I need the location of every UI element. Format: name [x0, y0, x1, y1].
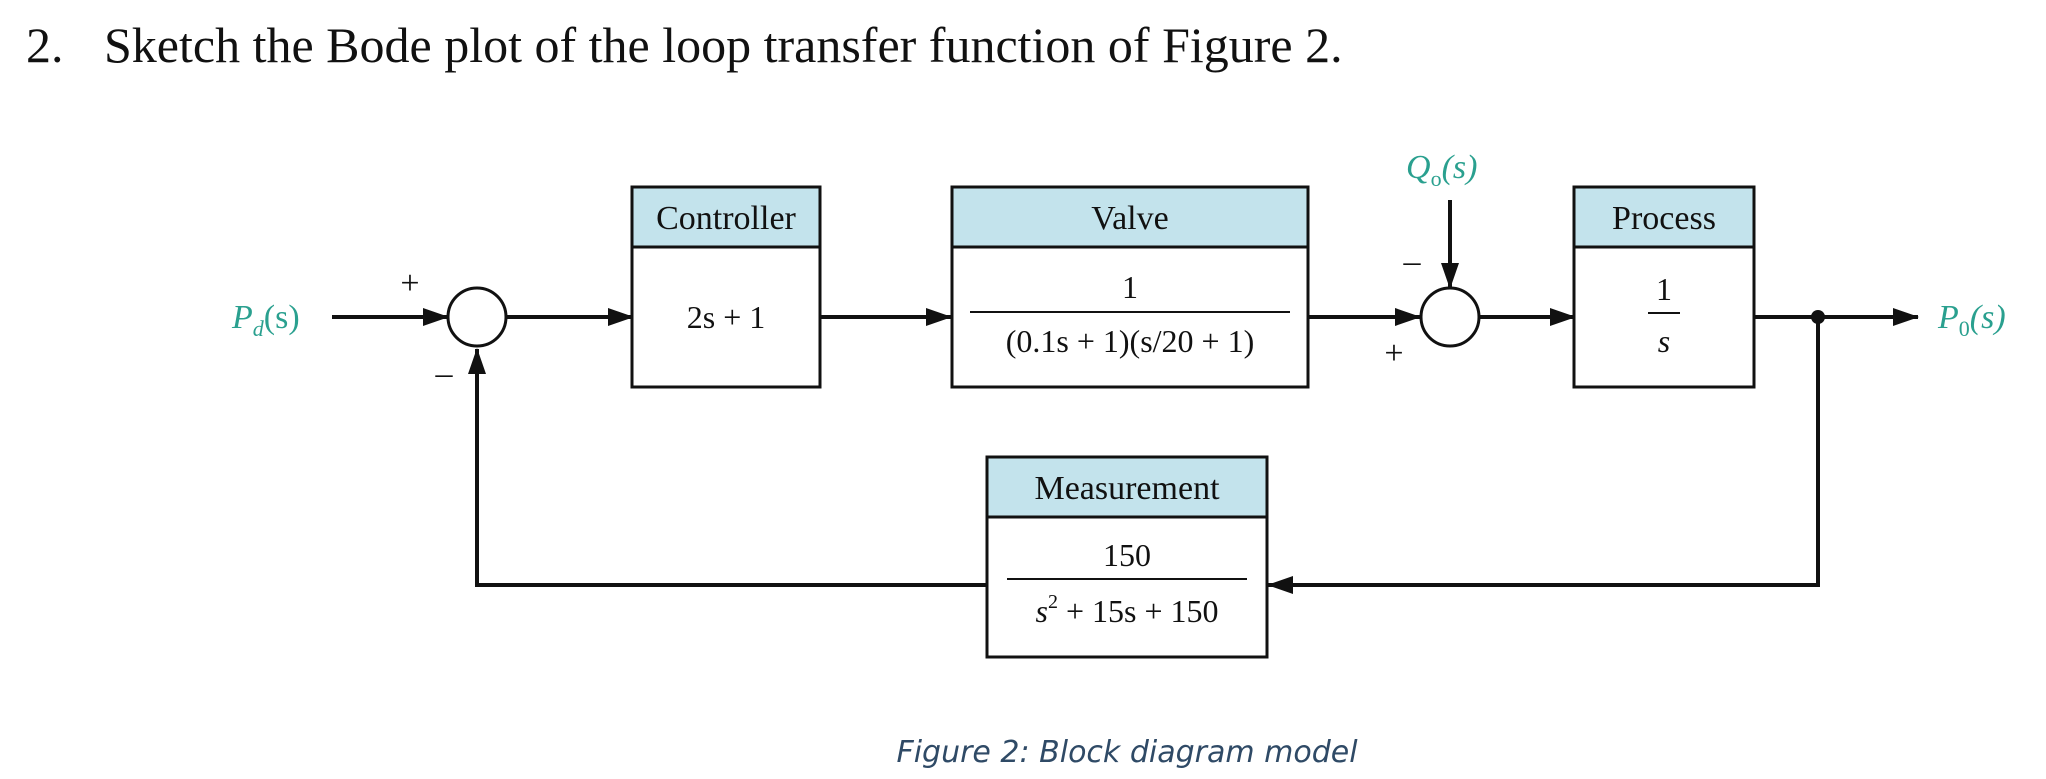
process-header: [1572, 185, 1756, 249]
sum1-minus-sign: –: [435, 355, 454, 392]
feedback-left-line: [468, 348, 987, 587]
figure-caption: Figure 2: Block diagram model: [896, 735, 1358, 770]
sum2-plus-sign: +: [1384, 335, 1403, 372]
sum2-minus-sign: –: [1403, 243, 1422, 280]
valve-block: Valve 1 (0.1s + 1)(s/20 + 1): [950, 185, 1310, 389]
question-number: 2.: [26, 17, 64, 73]
feedback-right-line: [1267, 317, 1820, 594]
disturbance-signal-label: Qo(s): [1406, 149, 1477, 191]
measurement-header: [985, 455, 1269, 519]
measurement-denominator: s2 + 15s + 150: [1036, 591, 1219, 629]
question-text: 2. Sketch the Bode plot of the loop trans…: [26, 18, 1343, 73]
process-denominator: s: [1658, 323, 1670, 359]
controller-header: [630, 185, 822, 249]
measurement-block: Measurement 150 s2 + 15s + 150: [985, 455, 1269, 659]
input-signal-label: Pd(s): [231, 299, 300, 341]
output-signal-label: P0(s): [1937, 299, 2006, 341]
measurement-numerator: 150: [1103, 537, 1151, 573]
process-numerator: 1: [1656, 271, 1672, 307]
valve-header: [950, 185, 1310, 249]
process-block: Process 1 s: [1572, 185, 1756, 389]
question-body: Sketch the Bode plot of the loop transfe…: [104, 17, 1343, 73]
controller-title: Controller: [656, 200, 796, 237]
process-title: Process: [1612, 200, 1716, 237]
pickoff-point: [1811, 310, 1825, 324]
controller-tf: 2s + 1: [687, 299, 766, 335]
valve-numerator: 1: [1122, 269, 1138, 305]
summing-junction-2: [1419, 286, 1481, 348]
summing-junction-1: [446, 286, 508, 348]
valve-title: Valve: [1091, 200, 1168, 237]
measurement-title: Measurement: [1034, 470, 1220, 507]
sum1-plus-sign: +: [400, 265, 419, 302]
controller-block: Controller 2s + 1: [630, 185, 822, 389]
valve-denominator: (0.1s + 1)(s/20 + 1): [1006, 323, 1255, 359]
